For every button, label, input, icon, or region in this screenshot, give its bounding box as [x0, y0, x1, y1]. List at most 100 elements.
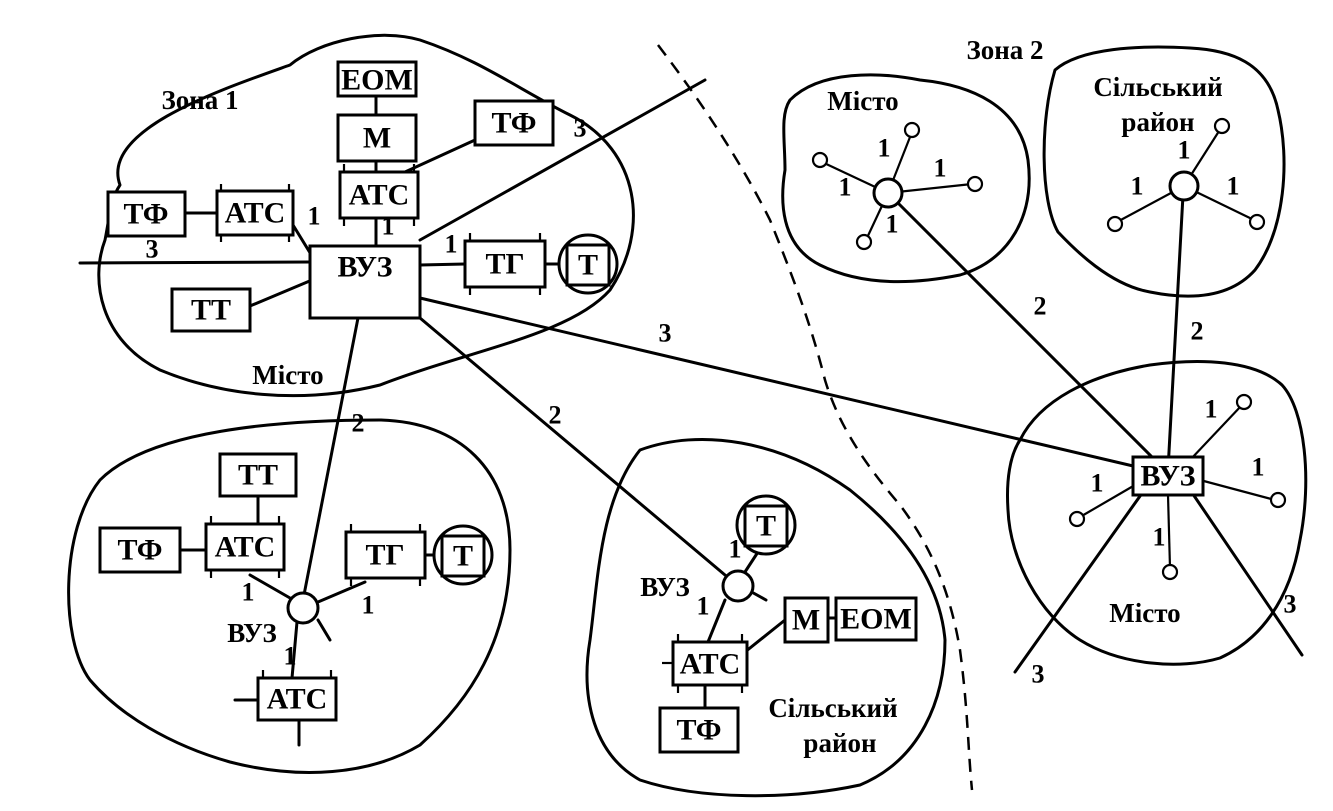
tf-label: ТФ [123, 198, 168, 231]
level-1-label: 1 [242, 578, 255, 607]
level-1-label: 1 [697, 592, 710, 621]
level-1-label: 1 [382, 212, 395, 241]
level-1-label: 1 [1131, 172, 1144, 201]
ats-block-lower-bottom: АТС [256, 670, 338, 722]
trunk-zone1-to-lower-city [301, 316, 360, 602]
level-1-label: 1 [1178, 136, 1191, 165]
modem-label: М [363, 122, 391, 155]
vuz-label: ВУЗ [1140, 460, 1195, 493]
vuz-block-zone2: ВУЗ [1131, 455, 1205, 497]
level-2-label: 2 [1034, 292, 1047, 321]
vuz-block-zone1: ВУЗ [308, 244, 422, 320]
trunk-zone1-to-rural [418, 316, 727, 577]
level-1-label: 1 [284, 642, 297, 671]
eom-label: ЕОМ [341, 64, 413, 97]
trunk-zone1-vuz-out-left [78, 260, 312, 265]
ats-block-zone1-left: АТС [215, 184, 295, 242]
rural-vuz-node [721, 569, 755, 603]
link-node-stub [316, 618, 332, 642]
ats-label: АТС [267, 683, 328, 716]
level-3-label: 3 [1284, 590, 1297, 619]
vuz-label: ВУЗ [337, 251, 392, 284]
trunk-zone1-to-zone2-city [418, 296, 1152, 472]
ats-block-lower: АТС [204, 516, 286, 578]
level-2-label: 2 [549, 401, 562, 430]
zone1-city-label: Місто [252, 360, 323, 390]
level-1-label: 1 [1252, 453, 1265, 482]
tg-block-zone1: ТГ [463, 233, 547, 295]
level-1-label: 1 [1091, 469, 1104, 498]
zone-border-dashed [657, 44, 974, 791]
level-3-label: 3 [659, 319, 672, 348]
tt-block-zone1: ТТ [170, 287, 252, 333]
tg-label: ТГ [485, 248, 524, 281]
link-node-ats-bottom [290, 620, 299, 680]
level-1-label: 1 [886, 210, 899, 239]
t-block-zone1: Т [557, 233, 619, 295]
t-block-rural: Т [735, 494, 797, 556]
tt-label: ТТ [238, 459, 278, 492]
link-node-tg-lower [316, 580, 367, 604]
level-1-label: 1 [362, 591, 375, 620]
eom-label: ЕОМ [840, 603, 912, 636]
lower-city-vuz-label: ВУЗ [227, 618, 277, 648]
level-2-label: 2 [352, 409, 365, 438]
tf-block-zone1-left: ТФ [106, 190, 187, 238]
zone2-rural-label-line2: район [1121, 107, 1194, 137]
level-2-label: 2 [1191, 317, 1204, 346]
zone1-rural-label-line1: Сільський [768, 693, 897, 723]
trunk-zone2-rural-to-vuz [1166, 193, 1185, 472]
link-rural-node-t [741, 550, 760, 577]
zone2-rural-label-line1: Сільський [1093, 72, 1222, 102]
rural-vuz-label: ВУЗ [640, 572, 690, 602]
ats-block-zone1-top: АТС [338, 164, 420, 226]
level-3-label: 3 [1032, 660, 1045, 689]
tg-label: ТГ [365, 539, 404, 572]
zone2-label: Зона 2 [966, 35, 1043, 65]
zone2-city-label: Місто [827, 86, 898, 116]
zone2-rural-outline [1042, 45, 1286, 298]
level-1-label: 1 [878, 134, 891, 163]
level-1-label: 1 [1153, 523, 1166, 552]
modem-block-zone1: М [336, 113, 418, 163]
t-label: Т [756, 510, 776, 543]
level-1-label: 1 [1205, 395, 1218, 424]
tt-label: ТТ [191, 294, 231, 327]
zone2-city-outline [781, 73, 1031, 284]
tg-block-lower: ТГ [344, 524, 427, 586]
link-rural-ats-modem [743, 618, 787, 654]
link-tt-vuz [248, 278, 314, 308]
t-label: Т [578, 249, 598, 282]
trunk-zone1-vuz-out-upright [418, 78, 707, 242]
level-3-label: 3 [574, 114, 587, 143]
zone1-lower-city-outline [67, 418, 512, 774]
eom-block-rural: ЕОМ [834, 596, 918, 642]
link-tf-ats-top [403, 138, 477, 174]
tf-label: ТФ [676, 714, 721, 747]
t-block-lower: Т [432, 524, 494, 586]
zone2-lower-city-star [1068, 393, 1287, 581]
ats-block-rural: АТС [662, 634, 749, 693]
ats-label: АТС [680, 648, 741, 681]
level-1-label: 1 [934, 154, 947, 183]
level-1-label: 1 [445, 230, 458, 259]
zone2-city-star [811, 121, 984, 251]
zone1-rural-outline [585, 437, 947, 798]
level-1-label: 1 [839, 173, 852, 202]
tf-block-lower: ТФ [98, 526, 182, 574]
link-ats-node-lower [248, 573, 292, 600]
modem-block-rural: М [783, 596, 830, 644]
link-vuz-tg [418, 262, 467, 267]
ats-label: АТС [215, 531, 276, 564]
zone1-label: Зона 1 [161, 85, 238, 115]
zone1-rural-label-line2: район [803, 728, 876, 758]
ats-label: АТС [225, 197, 286, 230]
lower-city-vuz-node [286, 591, 320, 625]
level-1-label: 1 [308, 202, 321, 231]
modem-label: М [792, 604, 820, 637]
zone2-lower-city-label: Місто [1109, 598, 1180, 628]
trunk-zone2-vuz-out-downright [1178, 473, 1304, 657]
tf-label: ТФ [491, 107, 536, 140]
trunk-zone2-vuz-out-downleft [1013, 473, 1157, 674]
